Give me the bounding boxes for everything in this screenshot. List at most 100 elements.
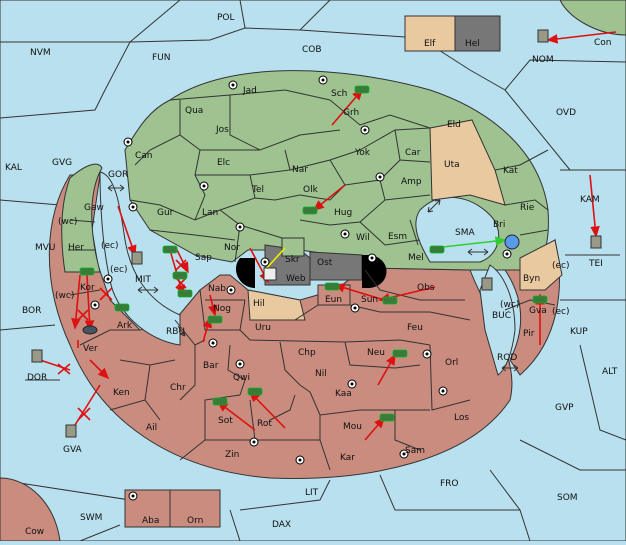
label-sch: Sch	[331, 89, 347, 99]
green-borders	[68, 89, 549, 263]
label-gvp: GVP	[555, 403, 574, 413]
label-esm: Esm	[388, 232, 407, 242]
label-nar: Nar	[292, 165, 308, 175]
label-los: Los	[454, 413, 469, 423]
label-som: SOM	[557, 493, 578, 503]
label-hil: Hil	[253, 299, 265, 309]
label-car: Car	[405, 148, 421, 158]
label-lit: LIT	[305, 488, 319, 498]
label-rod: ROD	[497, 353, 517, 363]
label-dor: DOR	[27, 373, 47, 383]
supply-centers	[90, 75, 512, 501]
impassable-west	[235, 258, 255, 288]
label-jad: Jad	[242, 86, 257, 96]
label-can: Can	[135, 151, 153, 161]
label-fro: FRO	[440, 479, 459, 489]
label-sap: Sap	[195, 253, 212, 263]
label-cob: COB	[302, 45, 322, 55]
label-rie: Rie	[520, 203, 535, 213]
label-kat: Kat	[503, 166, 518, 176]
label-gor: GOR	[108, 170, 128, 180]
label-mit: MIT	[135, 275, 151, 285]
label-elc: Elc	[217, 158, 230, 168]
label-qwi: Qwi	[233, 373, 250, 383]
label-wc-east: (wc)	[500, 300, 519, 310]
label-tei: TEI	[588, 259, 603, 269]
label-kor: Kor	[80, 283, 95, 293]
label-ec-west: (ec)	[110, 265, 128, 275]
label-swm: SWM	[80, 513, 102, 523]
inner-sea-rod[interactable]	[479, 264, 516, 376]
label-fun: FUN	[152, 53, 171, 63]
label-dax: DAX	[272, 520, 291, 530]
label-nog: Nog	[213, 304, 231, 314]
failed-order-marks	[57, 259, 187, 421]
label-ken: Ken	[113, 388, 130, 398]
label-kaa: Kaa	[335, 389, 352, 399]
label-kal: KAL	[5, 163, 22, 173]
label-con: Con	[594, 38, 612, 48]
label-nom: NOM	[532, 55, 554, 65]
label-lan: Lan	[202, 208, 218, 218]
label-wc-north: (wc)	[58, 217, 77, 227]
label-rbu: RBU	[166, 327, 185, 337]
territory-hel[interactable]	[454, 15, 501, 52]
label-elf: Elf	[424, 39, 436, 49]
label-chr: Chr	[170, 383, 186, 393]
label-ec-gva: (ec)	[552, 307, 570, 317]
label-jos: Jos	[215, 125, 229, 135]
label-eld: Eld	[447, 120, 461, 130]
label-ost: Ost	[317, 258, 333, 268]
territory-skr[interactable]	[281, 237, 305, 257]
label-gur: Gur	[157, 208, 174, 218]
label-ark: Ark	[117, 321, 133, 331]
label-alt: ALT	[602, 367, 618, 377]
territory-orn[interactable]	[169, 489, 221, 528]
label-kup: KUP	[570, 327, 588, 337]
label-ec-north: (ec)	[101, 241, 119, 251]
label-bor: BOR	[22, 306, 41, 316]
label-bri: Bri	[493, 220, 505, 230]
label-neu: Neu	[367, 348, 385, 358]
label-cow: Cow	[25, 527, 44, 537]
territory-hil[interactable]	[247, 289, 306, 321]
label-rot: Rot	[257, 419, 272, 429]
label-ver: Ver	[83, 344, 98, 354]
label-sot: Sot	[218, 416, 233, 426]
territory-byn[interactable]	[519, 239, 563, 291]
label-gva-sea: GVA	[63, 445, 83, 455]
label-hel: Hel	[465, 39, 480, 49]
label-wil: Wil	[356, 233, 370, 243]
label-uta: Uta	[444, 160, 460, 170]
label-uru: Uru	[255, 323, 271, 333]
fleet-units	[31, 29, 602, 438]
label-nil: Nil	[315, 369, 327, 379]
label-pol: POL	[217, 13, 235, 23]
label-gva: Gva	[529, 306, 547, 316]
label-bar: Bar	[203, 361, 219, 371]
label-web: Web	[286, 274, 306, 284]
label-byn: Byn	[523, 274, 540, 284]
impassable-east	[362, 255, 387, 288]
label-olk: Olk	[303, 185, 319, 195]
label-kar: Kar	[340, 453, 355, 463]
label-grh: Grh	[343, 108, 359, 118]
label-gvg: GVG	[52, 158, 72, 168]
label-eun: Eun	[325, 295, 342, 305]
label-mel: Mel	[408, 253, 424, 263]
label-hug: Hug	[334, 208, 352, 218]
label-aba: Aba	[142, 516, 159, 526]
army-units	[79, 85, 548, 422]
label-chp: Chp	[298, 348, 316, 358]
label-feu: Feu	[407, 323, 423, 333]
label-gaw: Gaw	[84, 203, 104, 213]
label-skr: Skr	[285, 255, 300, 265]
label-sma: SMA	[455, 228, 475, 238]
red-borders	[69, 269, 556, 471]
label-amp: Amp	[401, 177, 422, 187]
label-nab: Nab	[208, 284, 226, 294]
label-ec-east: (ec)	[552, 261, 570, 271]
